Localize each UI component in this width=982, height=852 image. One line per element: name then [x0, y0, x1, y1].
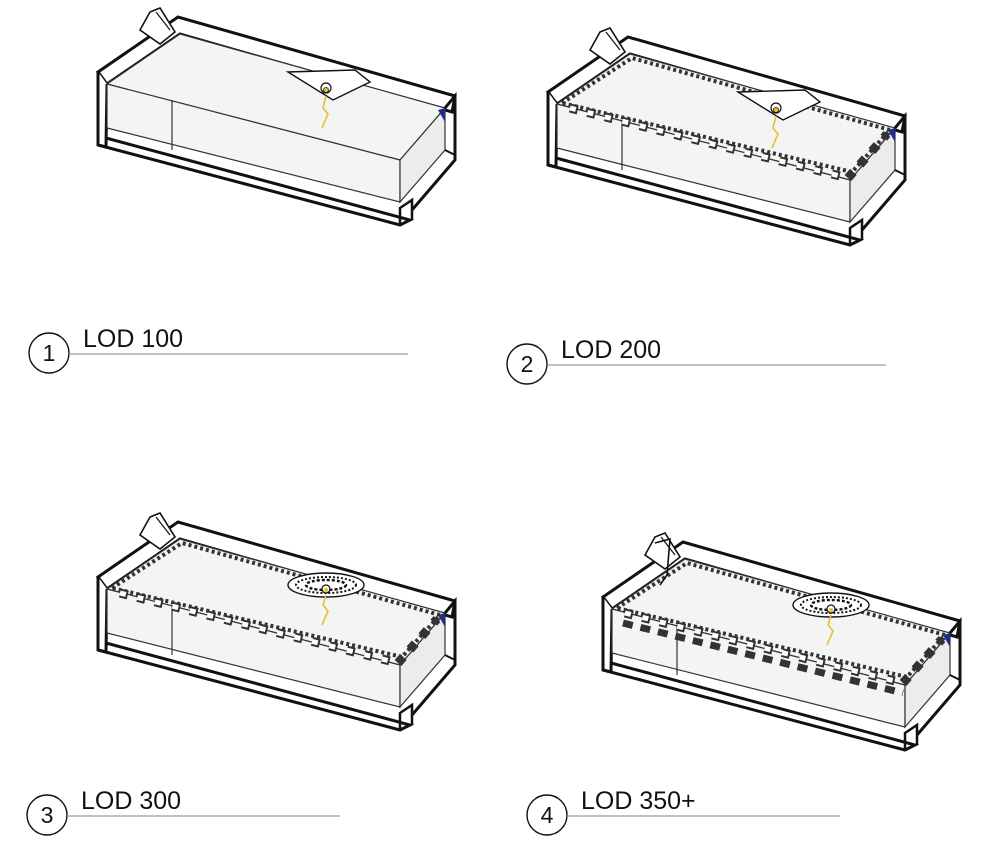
view-label-1: 1 LOD 100 [28, 325, 408, 374]
view-number: 3 [41, 802, 54, 828]
lod-350-model [601, 531, 962, 752]
lod-300-model [96, 511, 457, 732]
view-number-badge [526, 794, 568, 836]
view-title: LOD 350+ [581, 787, 696, 815]
view-title: LOD 300 [81, 787, 181, 815]
view-label-2: 2 LOD 200 [506, 336, 886, 385]
lod-200-model [546, 26, 907, 247]
view-number-badge [26, 794, 68, 836]
view-title: LOD 100 [83, 325, 183, 353]
view-number: 2 [521, 351, 534, 377]
view-title: LOD 200 [561, 336, 661, 364]
view-number-badge [28, 332, 70, 374]
lod-100-model [96, 6, 457, 227]
view-label-4: 4 LOD 350+ [526, 787, 840, 836]
view-number-badge [506, 343, 548, 385]
view-number: 1 [43, 340, 56, 366]
view-label-3: 3 LOD 300 [26, 787, 340, 836]
view-number: 4 [541, 802, 554, 828]
